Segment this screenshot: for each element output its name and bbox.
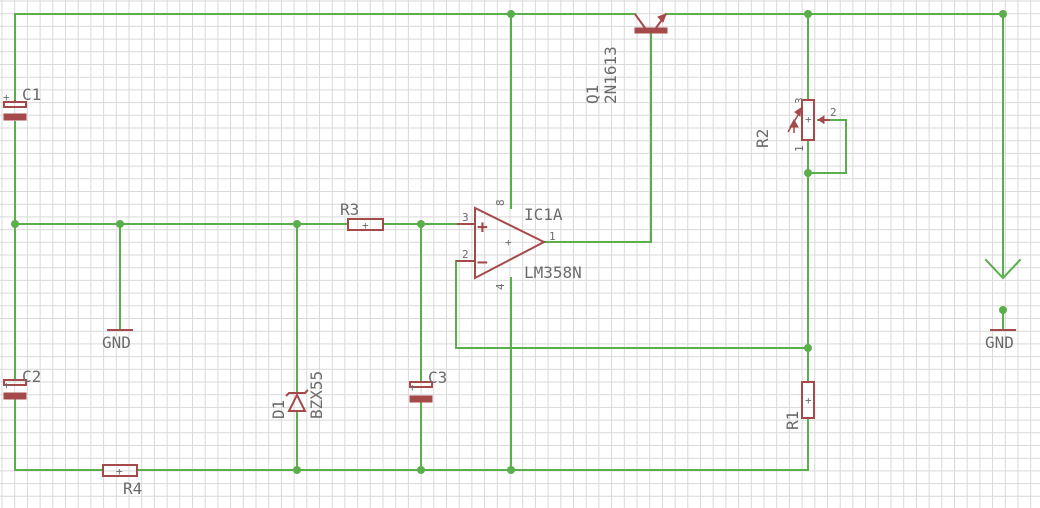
capacitor-c3[interactable]: + C3	[409, 368, 447, 403]
q1-label: Q1	[583, 85, 602, 104]
opamp-value: LM358N	[524, 263, 582, 282]
junction-dot	[804, 344, 812, 352]
junction-dot	[999, 10, 1007, 18]
r3-body	[347, 218, 384, 231]
opamp-pin3: 3	[462, 211, 469, 224]
r4-label: R4	[123, 479, 142, 498]
r1-marker: +	[805, 394, 812, 407]
ground-symbol-left[interactable]: GND	[102, 329, 133, 352]
resistor-r1[interactable]: + R1	[783, 381, 815, 430]
r2-marker: +	[805, 113, 812, 126]
r3-marker: +	[362, 219, 369, 232]
opamp-center-marker: +	[505, 236, 512, 249]
junction-dot	[507, 466, 515, 474]
wire-opamp-out-to-base	[543, 31, 652, 243]
gnd-right-label: GND	[985, 333, 1014, 352]
r4-body	[102, 464, 138, 477]
opamp-plus-sign: +	[477, 217, 488, 238]
resistor-r4[interactable]: + R4	[102, 464, 142, 498]
c2-polarity: +	[3, 379, 10, 392]
opamp-minus-sign: −	[477, 252, 488, 273]
c3-label: C3	[428, 368, 447, 387]
d1-label: D1	[269, 400, 288, 419]
c1-label: C1	[22, 85, 41, 104]
junction-dot	[417, 220, 425, 228]
opamp-pin2: 2	[462, 248, 469, 261]
q1-collector	[634, 13, 646, 29]
opamp-ic1a[interactable]: + − + 3 2 1 8 4 IC1A LM358N	[456, 199, 582, 290]
r1-label: R1	[783, 411, 802, 430]
c2-plate-negative	[3, 392, 27, 400]
opamp-name: IC1A	[524, 205, 563, 224]
junction-dot	[417, 466, 425, 474]
resistor-r3[interactable]: + R3	[340, 200, 384, 232]
r1-body	[801, 381, 815, 419]
c3-plate-positive	[409, 381, 433, 388]
opamp-pin8: 8	[494, 199, 507, 206]
r2-adjust-arrow-head	[789, 118, 799, 128]
gnd-left-label: GND	[102, 333, 131, 352]
d1-value: BZX55	[307, 371, 326, 419]
wire-r2-wiper	[807, 119, 847, 174]
capacitor-c2[interactable]: + C2	[3, 367, 41, 400]
junction-dot	[116, 220, 124, 228]
wire-top-rail-left	[14, 13, 636, 101]
output-arrow-head	[984, 258, 1022, 280]
ground-symbol-right[interactable]: GND	[985, 329, 1016, 352]
r2-wiper-head	[817, 115, 825, 124]
opamp-pin1: 1	[549, 230, 556, 243]
junction-dot	[999, 306, 1007, 314]
r2-body	[801, 99, 815, 141]
c2-label: C2	[22, 367, 41, 386]
junction-dot	[293, 220, 301, 228]
r2-pin1: 1	[793, 145, 806, 152]
capacitor-c1[interactable]: + C1	[3, 85, 41, 121]
opamp-triangle	[474, 206, 547, 280]
junction-dot	[507, 10, 515, 18]
junctions	[11, 10, 1007, 474]
transistor-q1[interactable]: Q1 2N1613	[583, 13, 668, 104]
q1-base-bar	[634, 27, 668, 34]
potentiometer-r2[interactable]: + 3 1 2 R2	[753, 97, 837, 152]
r3-label: R3	[340, 200, 359, 219]
r2-label: R2	[753, 129, 772, 148]
d1-triangle	[287, 392, 307, 412]
wire-feedback	[455, 260, 809, 349]
junction-dot	[11, 220, 19, 228]
wire-bottom-left	[14, 399, 104, 471]
opamp-pin4: 4	[494, 283, 507, 290]
junction-dot	[804, 10, 812, 18]
q1-emitter-arrow	[657, 13, 667, 23]
c1-plate-negative	[3, 113, 27, 121]
c1-plate-positive	[3, 101, 27, 108]
d1-cathode-bar	[285, 389, 309, 397]
r4-marker: +	[116, 465, 123, 478]
zener-diode-d1[interactable]: D1 BZX55	[269, 371, 326, 419]
q1-value: 2N1613	[601, 46, 620, 104]
c3-polarity: +	[409, 381, 416, 394]
c1-polarity: +	[3, 91, 10, 104]
junction-dot	[293, 466, 301, 474]
c2-plate-positive	[3, 379, 27, 386]
r2-pin2: 2	[830, 106, 837, 119]
r2-adjust-head	[794, 106, 802, 117]
r2-pin3: 3	[793, 97, 806, 104]
c3-plate-negative	[409, 395, 433, 403]
junction-dot	[804, 169, 812, 177]
